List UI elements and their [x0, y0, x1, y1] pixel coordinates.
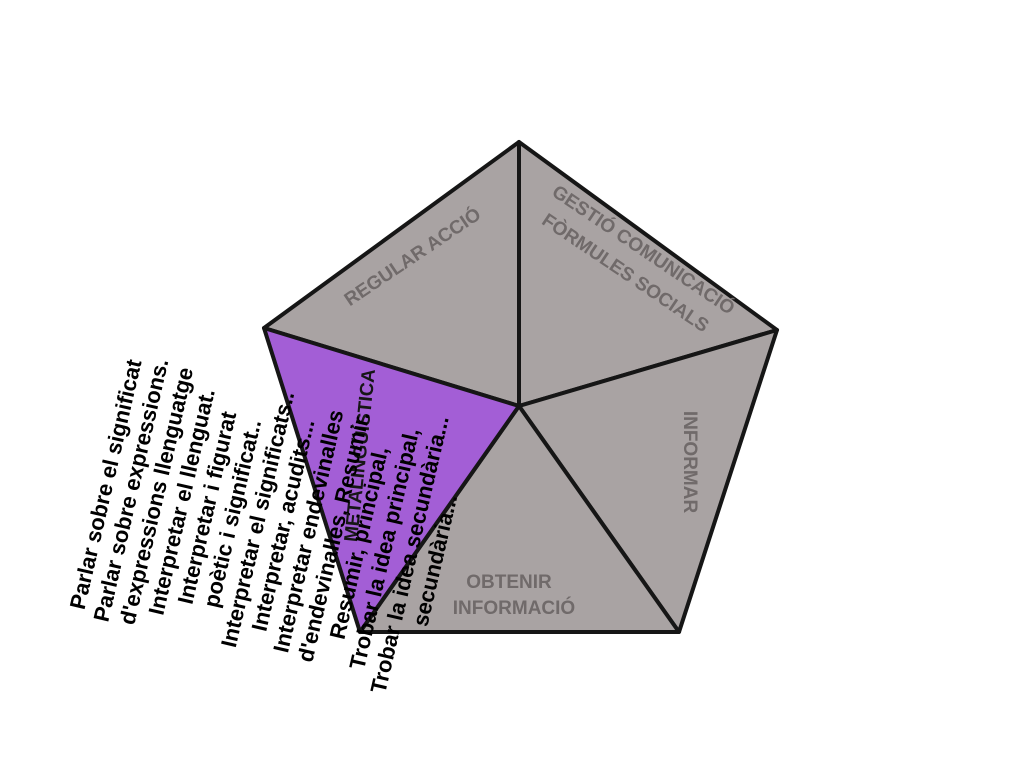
label-obtenir-line2: INFORMACIÓ	[453, 597, 575, 619]
segment-metalinguistica[interactable]	[262, 326, 521, 634]
label-obtenir-line1: OBTENIR	[466, 572, 552, 593]
label-informar: INFORMAR	[679, 411, 700, 514]
